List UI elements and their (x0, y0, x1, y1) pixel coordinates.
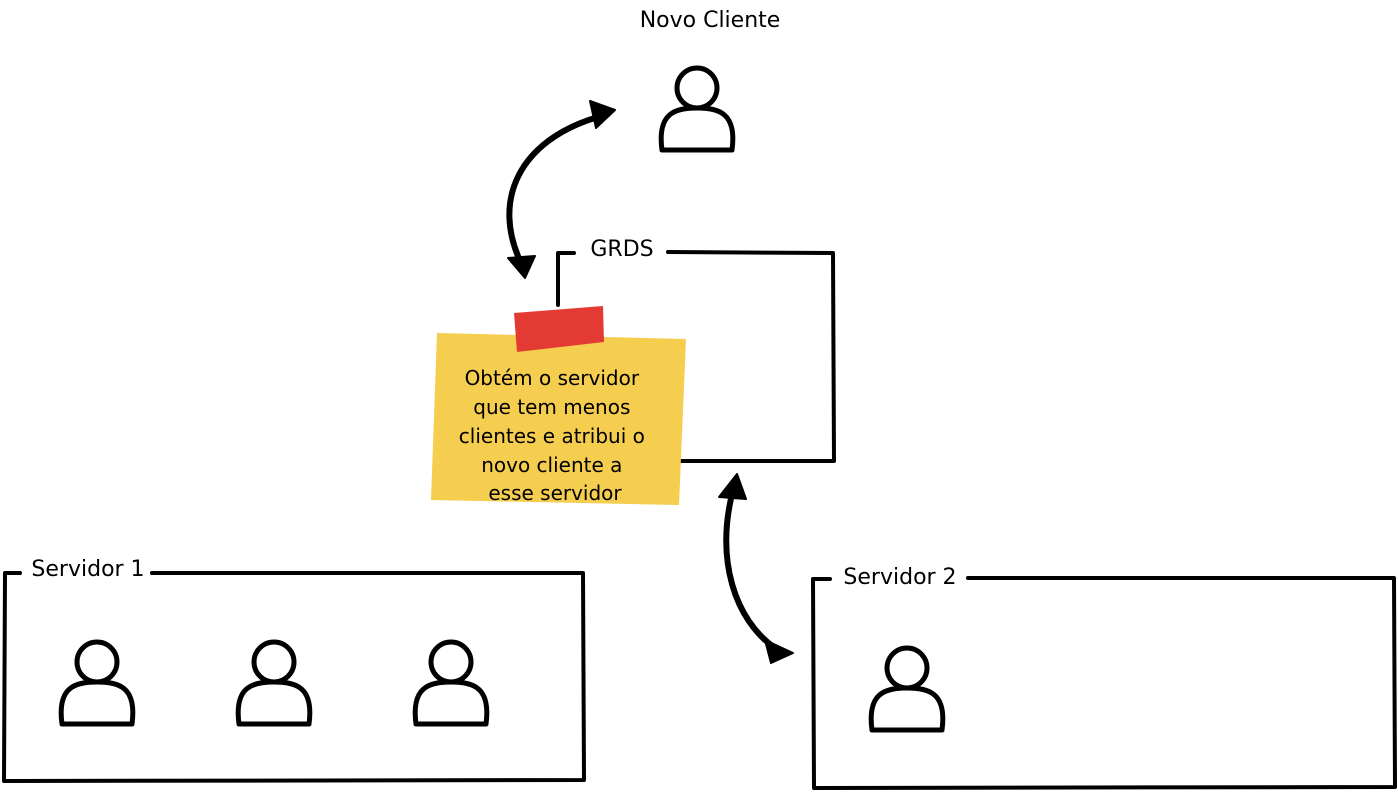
note-line: Obtém o servidor (465, 366, 640, 390)
server1-clients (61, 642, 487, 724)
server2-clients (871, 648, 943, 730)
client-user-icon (61, 642, 133, 724)
server1-label: Servidor 1 (31, 557, 144, 582)
grds-label: GRDS (590, 237, 653, 262)
note-line: clientes e atribui o (459, 424, 645, 448)
server1-box (2, 571, 586, 783)
new-client-user-icon (661, 68, 733, 150)
client-grds-arrow (506, 100, 616, 279)
grds-box (556, 250, 836, 463)
server2-box (811, 576, 1397, 790)
note-text: Obtém o servidor que tem menos clientes … (459, 366, 651, 505)
note-line: novo cliente a (481, 453, 622, 477)
client-user-icon (415, 642, 487, 724)
note-line: que tem menos (473, 395, 630, 419)
client-user-icon (871, 648, 943, 730)
sticky-note: Obtém o servidor que tem menos clientes … (431, 306, 686, 505)
note-line: esse servidor (488, 481, 622, 505)
client-user-icon (238, 642, 310, 724)
new-client-label: Novo Cliente (640, 8, 781, 33)
grds-server2-arrow (718, 473, 794, 664)
server2-label: Servidor 2 (843, 565, 956, 590)
